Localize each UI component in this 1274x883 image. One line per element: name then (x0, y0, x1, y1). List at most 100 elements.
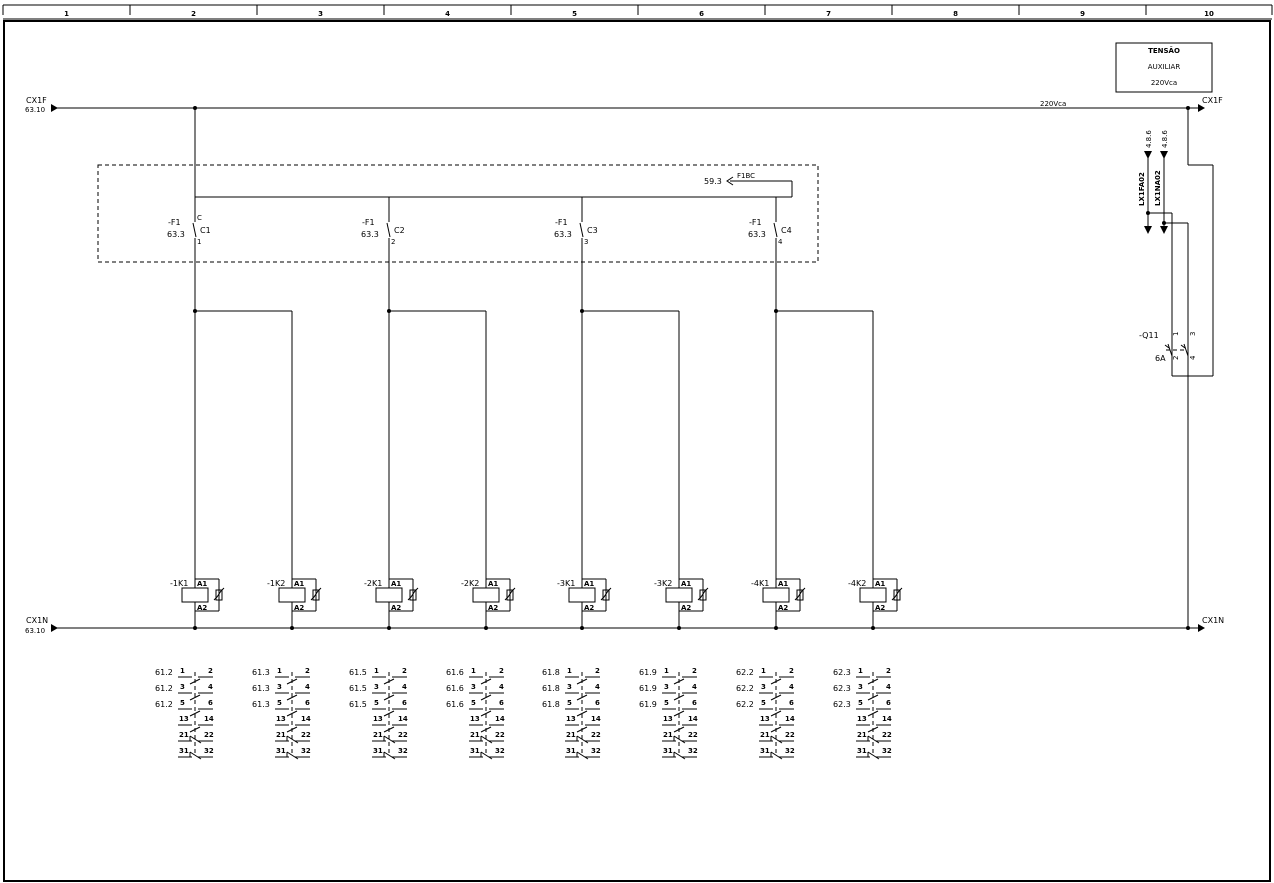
contact-ref: 61.2 (155, 668, 173, 677)
pole-bottom-terminal: 2 (391, 238, 395, 246)
contact-terminal-right: 32 (398, 747, 408, 755)
contact-terminal-left: 3 (567, 683, 572, 691)
contact-terminal-left: 5 (471, 699, 476, 707)
contact-terminal-right: 4 (499, 683, 504, 691)
coil-symbol (859, 587, 887, 603)
contact-terminal-right: 22 (301, 731, 311, 739)
q11-terminal-1: 1 (1172, 332, 1180, 336)
auxiliary-supply-section: 4.8.6 LX1FA02 4.8.6 LX1NA02 -Q11 6A 1 2 … (1138, 108, 1214, 628)
coil-a2: A2 (488, 604, 498, 612)
contact-terminal-right: 22 (882, 731, 892, 739)
coil-a1: A1 (681, 580, 691, 588)
contact-terminal-left: 13 (760, 715, 770, 723)
contact-terminal-left: 31 (663, 747, 673, 755)
phase-bus: CX1F 63.10 220Vca CX1F (25, 96, 1223, 114)
contact-terminal-left: 31 (276, 747, 286, 755)
contact-terminal-right: 6 (208, 699, 213, 707)
contact-terminal-left: 1 (761, 667, 766, 675)
contact-terminal-left: 13 (663, 715, 673, 723)
signal-lx1na02: 4.8.6 LX1NA02 (1154, 130, 1169, 234)
contact-terminal-left: 5 (858, 699, 863, 707)
varistor-icon (506, 589, 514, 601)
coil-a1: A1 (197, 580, 207, 588)
pole-ref: 63.3 (554, 230, 572, 239)
contact-terminal-right: 22 (398, 731, 408, 739)
contact-ref: 61.5 (349, 700, 367, 709)
contact-terminal-left: 21 (857, 731, 867, 739)
contact-ref: 61.5 (349, 684, 367, 693)
phase-bus-voltage: 220Vca (1040, 100, 1066, 108)
contact-terminal-right: 2 (305, 667, 310, 675)
column-number: 10 (1204, 10, 1214, 18)
contact-terminal-left: 21 (373, 731, 383, 739)
contact-terminal-right: 14 (398, 715, 408, 723)
contact-terminal-left: 3 (761, 683, 766, 691)
contact-terminal-right: 2 (499, 667, 504, 675)
contact-terminal-left: 1 (471, 667, 476, 675)
contact-ref: 61.9 (639, 668, 657, 677)
contact-terminal-right: 6 (789, 699, 794, 707)
coil-a2: A2 (681, 604, 691, 612)
contact-terminal-right: 22 (495, 731, 505, 739)
contact-terminal-left: 1 (277, 667, 282, 675)
pole-ref: 63.3 (748, 230, 766, 239)
contact-terminal-left: 3 (858, 683, 863, 691)
contact-terminal-left: 5 (277, 699, 282, 707)
contact-terminal-left: 31 (179, 747, 189, 755)
contact-terminal-left: 21 (566, 731, 576, 739)
contact-terminal-right: 4 (692, 683, 697, 691)
coil-tag: -2K2 (461, 579, 479, 588)
coil-tag: -1K2 (267, 579, 285, 588)
contact-ref: 61.5 (349, 668, 367, 677)
contact-terminal-left: 1 (374, 667, 379, 675)
contact-ref: 61.9 (639, 684, 657, 693)
contact-terminal-left: 3 (180, 683, 185, 691)
neutral-bus-left-label: CX1N (26, 616, 48, 625)
coil-a1: A1 (488, 580, 498, 588)
signal-2-ref: 4.8.6 (1161, 130, 1169, 148)
breaker-link-label: F1BC (737, 172, 755, 180)
coil-symbol (472, 587, 500, 603)
contact-terminal-right: 22 (204, 731, 214, 739)
neutral-bus-left-ref: 63.10 (25, 627, 45, 635)
contact-terminal-left: 1 (180, 667, 185, 675)
coil-tag: -4K2 (848, 579, 866, 588)
column-number: 5 (572, 10, 577, 18)
contact-terminal-right: 2 (208, 667, 213, 675)
contact-ref: 61.2 (155, 684, 173, 693)
contact-terminal-right: 6 (595, 699, 600, 707)
contact-terminal-right: 32 (591, 747, 601, 755)
contact-terminal-left: 21 (760, 731, 770, 739)
neutral-bus: CX1N 63.10 CX1N (25, 616, 1224, 635)
column-number: 4 (445, 10, 450, 18)
contact-terminal-right: 32 (882, 747, 892, 755)
varistor-icon (602, 589, 610, 601)
pole-name: C3 (587, 226, 598, 235)
breaker-q11: -Q11 6A 1 2 3 4 (1139, 331, 1197, 363)
contact-terminal-left: 13 (857, 715, 867, 723)
contact-ref: 61.3 (252, 684, 270, 693)
contact-ref: 61.9 (639, 700, 657, 709)
contact-terminal-left: 21 (179, 731, 189, 739)
coil-symbol (762, 587, 790, 603)
contact-terminal-right: 2 (692, 667, 697, 675)
column-number: 6 (699, 10, 704, 18)
contact-terminal-right: 2 (789, 667, 794, 675)
pole-ref: 63.3 (361, 230, 379, 239)
contact-ref: 62.3 (833, 668, 851, 677)
pole-top-terminal: C (197, 214, 202, 222)
pole-ref: 63.3 (167, 230, 185, 239)
drawing-frame (3, 20, 1271, 882)
column-number: 1 (64, 10, 69, 18)
coil-a1: A1 (294, 580, 304, 588)
contact-terminal-left: 31 (566, 747, 576, 755)
coil-symbol (375, 587, 403, 603)
contact-terminal-right: 6 (305, 699, 310, 707)
column-number: 7 (826, 10, 831, 18)
